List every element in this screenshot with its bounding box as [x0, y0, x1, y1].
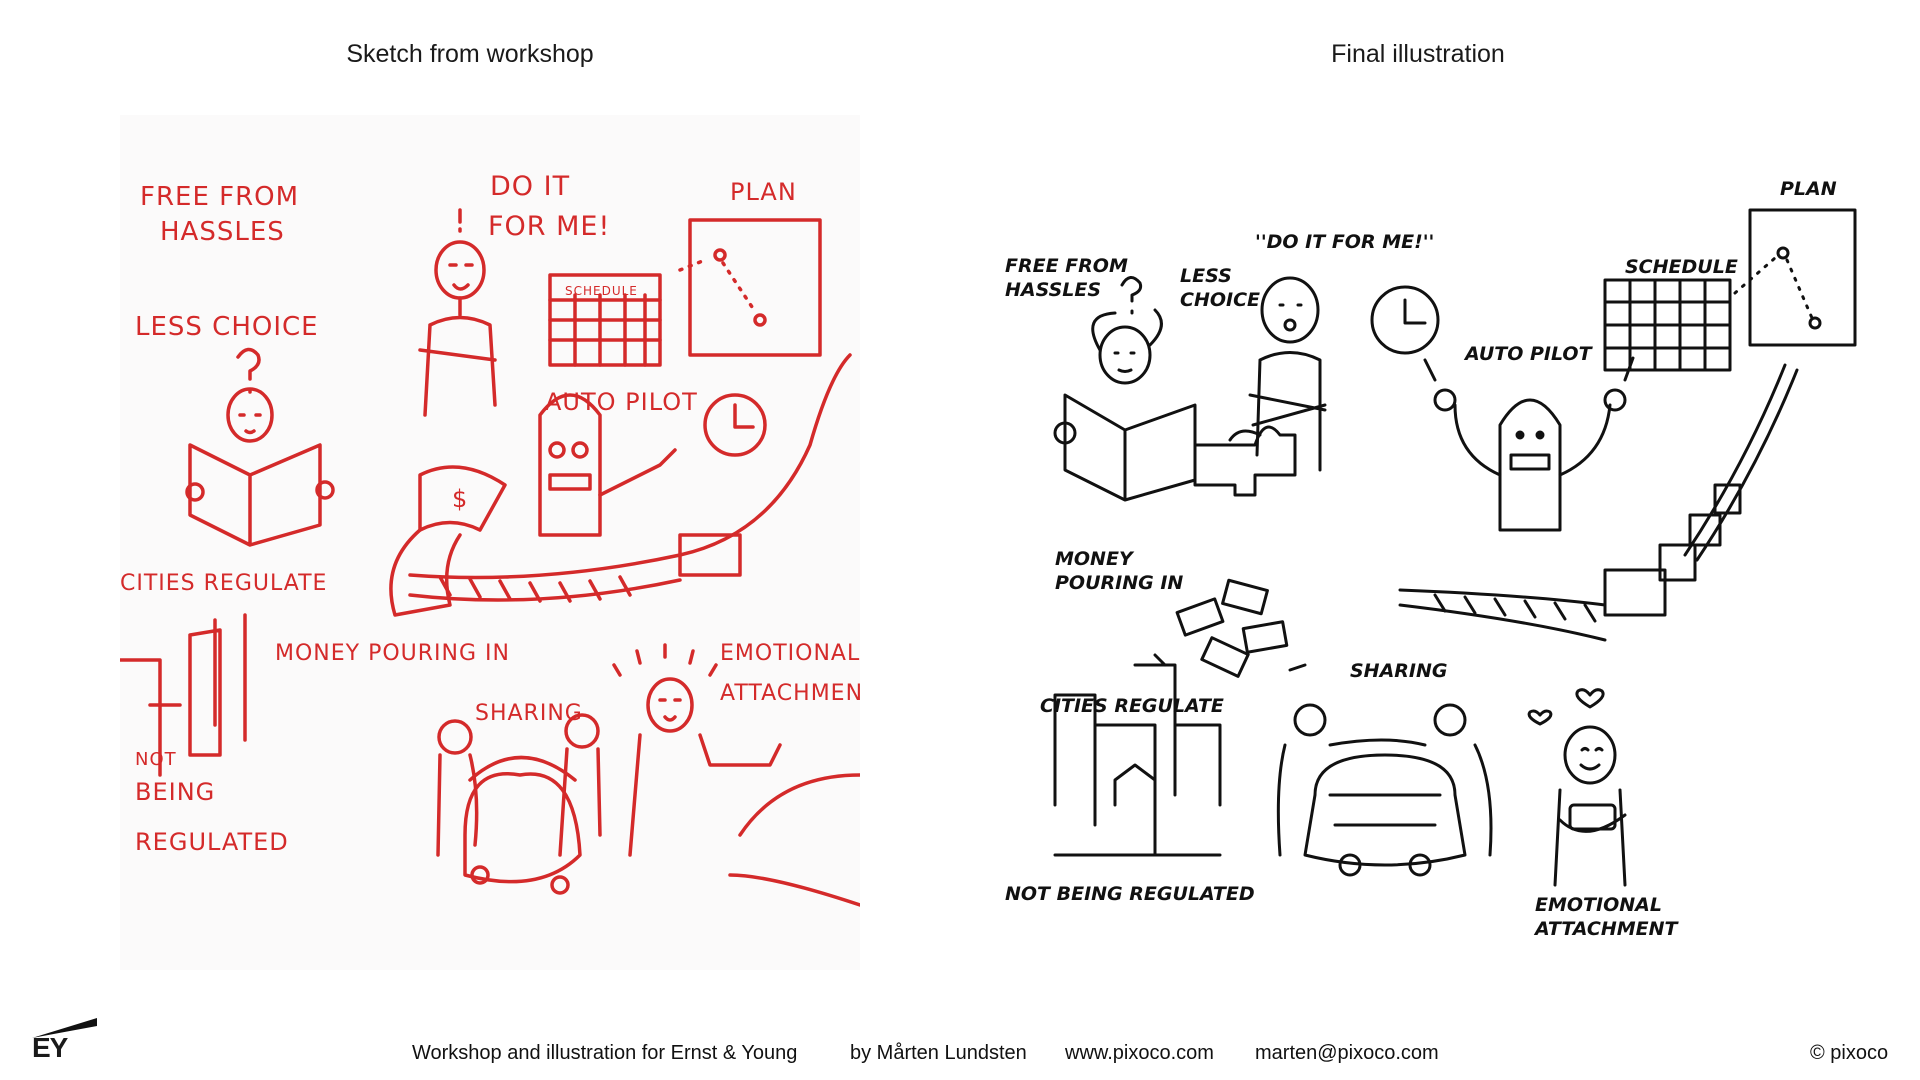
final-question-mark	[1120, 276, 1143, 315]
sketch-label-not-being-regulated: NOT	[135, 749, 177, 770]
sketch-attached-person	[646, 677, 694, 733]
footer-email-link[interactable]: marten@pixoco.com	[1255, 1042, 1439, 1064]
final-illustration: FREE FROM HASSLES LESS CHOICE ''DO IT FO…	[985, 165, 1875, 955]
final-buildings	[1053, 663, 1222, 857]
sketch-canvas: FREE FROM HASSLES LESS CHOICE DO IT FOR …	[120, 115, 860, 970]
final-sharer-right	[1433, 703, 1467, 737]
final-label-free-from: FREE FROM	[1005, 255, 1128, 277]
final-plan-board	[1748, 208, 1857, 347]
final-robot	[1498, 398, 1562, 532]
sketch-car-outline	[728, 773, 860, 907]
final-label-attachment: ATTACHMENT	[1533, 918, 1680, 940]
final-track	[1683, 363, 1787, 557]
final-heart-icon	[1575, 688, 1605, 709]
final-label-money: MONEY	[1055, 548, 1135, 570]
sketch-reader-hand-right	[315, 480, 335, 500]
final-faucet	[1193, 425, 1297, 497]
footer-author: by Mårten Lundsten	[850, 1042, 1027, 1064]
sketch-label-plan: PLAN	[730, 178, 797, 206]
sketch-money-pipe	[418, 465, 507, 532]
sketch-train	[678, 533, 742, 577]
sketch-reader-face	[238, 413, 262, 435]
sketch-label-auto-pilot: AUTO PILOT	[545, 388, 698, 416]
sketch-question-mark	[236, 347, 261, 394]
final-label-plan: PLAN	[1780, 178, 1837, 200]
sketch-label-free-from-hassles: FREE FROM	[140, 182, 299, 212]
final-label-auto-pilot: AUTO PILOT	[1463, 343, 1594, 365]
final-heart-icon-small	[1527, 709, 1553, 726]
sketch-label-cities-regulate: CITIES REGULATE	[120, 571, 327, 596]
footer-copyright: © pixoco	[1810, 1042, 1889, 1064]
ey-logo-mark	[32, 1018, 97, 1038]
sketch-robot	[538, 393, 602, 537]
final-clock	[1370, 285, 1440, 355]
ey-logo-text: EY	[32, 1032, 68, 1063]
final-train	[1603, 568, 1667, 617]
sketch-label-money-pouring-in: MONEY POURING IN	[275, 641, 510, 666]
sketch-label-emotional: EMOTIONAL	[720, 641, 860, 666]
sketch-plan-board	[688, 218, 822, 357]
final-label-pouring-in: POURING IN	[1055, 572, 1183, 594]
final-crossed-arms	[1248, 351, 1327, 472]
final-label-emotional: EMOTIONAL	[1535, 894, 1662, 916]
sketch-person-face	[448, 263, 474, 291]
final-label-choice: CHOICE	[1180, 289, 1260, 311]
final-label-less: LESS	[1180, 265, 1232, 287]
sketch-heading: Sketch from workshop	[346, 40, 594, 68]
sketch-newspaper	[188, 443, 322, 547]
final-label-schedule: SCHEDULE	[1625, 256, 1738, 278]
footer-website-link[interactable]: www.pixoco.com	[1065, 1042, 1214, 1064]
svg-text:FOR ME!: FOR ME!	[488, 211, 610, 242]
final-attached-person	[1563, 725, 1617, 785]
svg-text:ATTACHMENT: ATTACHMENT	[720, 681, 860, 706]
sketch-reader-hand-left	[185, 482, 205, 502]
final-label-cities-regulate: CITIES REGULATE	[1040, 695, 1224, 717]
sketch-label-sharing: SHARING	[475, 701, 583, 726]
sketch-road	[678, 353, 852, 557]
sketch-label-less-choice: LESS CHOICE	[135, 312, 319, 342]
sketch-dollar-sign: $	[452, 485, 468, 513]
final-label-hassles: HASSLES	[1005, 279, 1101, 301]
sketch-label-schedule: SCHEDULE	[565, 284, 638, 298]
sketch-clock	[703, 393, 767, 457]
sketch-sharer-right	[564, 713, 600, 749]
final-label-sharing: SHARING	[1350, 660, 1448, 682]
final-toy-car	[1568, 803, 1617, 831]
svg-text:BEING: BEING	[135, 778, 215, 806]
sketch-sharer-left	[437, 719, 473, 755]
final-sharer-left	[1293, 703, 1327, 737]
sketch-buildings	[120, 628, 222, 777]
final-reader-head	[1098, 325, 1152, 385]
ey-logo: EY	[32, 1010, 102, 1065]
final-newspaper	[1063, 393, 1197, 502]
workshop-sketch: FREE FROM HASSLES LESS CHOICE DO IT FOR …	[120, 115, 860, 970]
sketch-car	[463, 772, 582, 884]
sketch-label-do-it: DO IT	[490, 171, 570, 202]
footer-credit: Workshop and illustration for Ernst & Yo…	[412, 1042, 798, 1064]
final-car	[1303, 753, 1467, 867]
svg-text:REGULATED: REGULATED	[135, 828, 289, 856]
final-label-not-being-regulated: NOT BEING REGULATED	[1005, 883, 1255, 905]
final-money-bill	[1175, 597, 1225, 637]
final-label-do-it-for-me: ''DO IT FOR ME!''	[1255, 231, 1434, 253]
final-road	[1398, 588, 1607, 642]
svg-text:HASSLES: HASSLES	[160, 217, 285, 247]
illustration-canvas: FREE FROM HASSLES LESS CHOICE ''DO IT FO…	[1005, 178, 1857, 940]
final-person-head	[1260, 276, 1320, 344]
sketch-person-body	[418, 296, 497, 417]
final-heading: Final illustration	[1331, 40, 1505, 68]
